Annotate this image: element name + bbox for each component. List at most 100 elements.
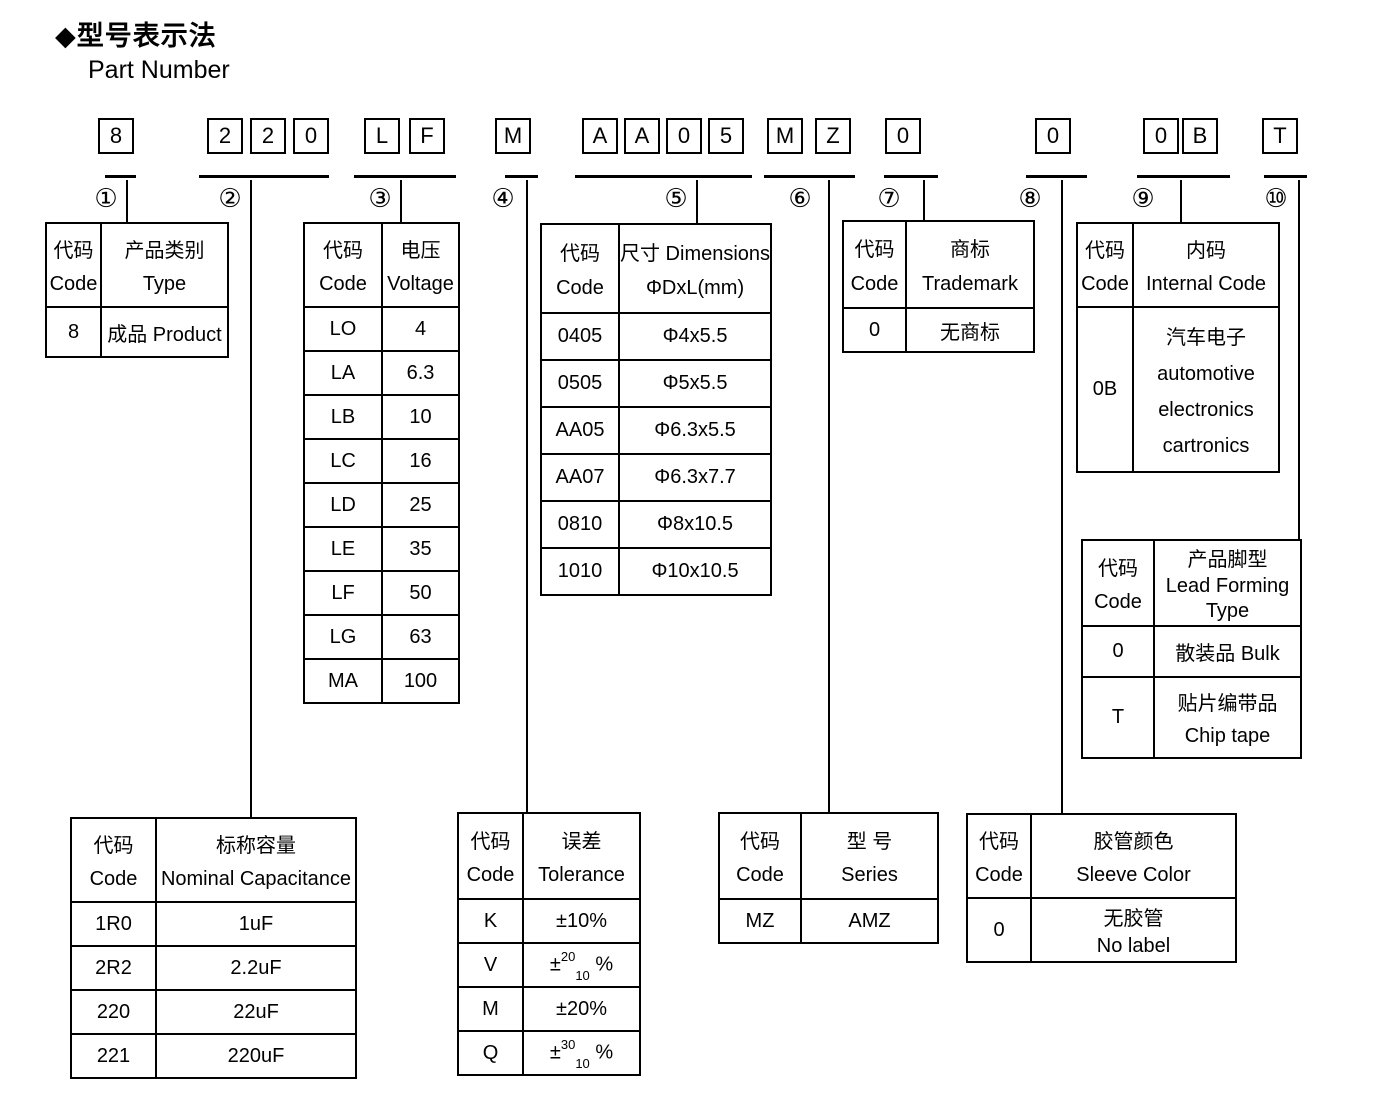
- table-cell: AA05: [540, 406, 620, 455]
- underline-10: [1264, 175, 1307, 178]
- pn-char-box: A: [624, 118, 660, 154]
- table-cell: 2R2: [70, 945, 157, 991]
- table-cell: LD: [303, 482, 383, 528]
- table-cell: 22uF: [155, 989, 357, 1035]
- table-cell: LA: [303, 350, 383, 396]
- table-cell: AA07: [540, 453, 620, 502]
- pn-group-7: 0: [885, 118, 921, 154]
- pn-char-box: 8: [98, 118, 134, 154]
- pn-group-4: M: [495, 118, 531, 154]
- table-cell: 1010: [540, 547, 620, 596]
- marker-4: ④: [491, 183, 515, 213]
- table-cell: 1R0: [70, 901, 157, 947]
- connector-line-6: [828, 180, 830, 812]
- table-cell: 221: [70, 1033, 157, 1079]
- table-cell: Φ6.3x5.5: [617, 406, 773, 455]
- underline-1: [105, 175, 136, 178]
- table-row: V±2010 %: [457, 942, 641, 988]
- table-cell: 0810: [540, 500, 620, 549]
- marker-2: ②: [218, 183, 242, 213]
- underline-2: [199, 175, 329, 178]
- table-cell: MZ: [718, 898, 802, 944]
- table-cell: ±10%: [522, 898, 641, 944]
- connector-line-4: [526, 180, 528, 812]
- table-cell: LB: [303, 394, 383, 440]
- underline-3: [354, 175, 456, 178]
- table-cell: 63: [381, 614, 460, 660]
- table-cell: ±20%: [522, 986, 641, 1032]
- table-cell: 0: [966, 897, 1032, 963]
- marker-5: ⑤: [664, 183, 688, 213]
- pn-char-box: L: [364, 118, 400, 154]
- marker-7: ⑦: [877, 183, 901, 213]
- page-subtitle: Part Number: [88, 56, 230, 84]
- table-cell: Φ5x5.5: [617, 359, 773, 408]
- page-title: ◆型号表示法: [55, 21, 217, 51]
- table-cell: 0505: [540, 359, 620, 408]
- table-cell: 16: [381, 438, 460, 484]
- table-cell: 0: [842, 307, 907, 353]
- table-cell: 10: [381, 394, 460, 440]
- table-cell: M: [457, 986, 524, 1032]
- table-cell: 2.2uF: [155, 945, 357, 991]
- pn-char-box: 0: [1035, 118, 1071, 154]
- table-row: K±10%: [457, 898, 641, 944]
- underline-8: [1026, 175, 1087, 178]
- pn-group-1: 8: [98, 118, 134, 154]
- pn-char-box: 2: [250, 118, 286, 154]
- table-cell: AMZ: [800, 898, 939, 944]
- marker-1: ①: [94, 183, 118, 213]
- table-cell: MA: [303, 658, 383, 704]
- table-cell: LO: [303, 306, 383, 352]
- pn-char-box: 0: [885, 118, 921, 154]
- connector-line-1: [126, 180, 128, 222]
- table-cell: Φ6.3x7.7: [617, 453, 773, 502]
- connector-line-3: [400, 180, 402, 222]
- table-cell: 0: [1081, 625, 1155, 678]
- pn-char-box: 2: [207, 118, 243, 154]
- pn-char-box: 0: [666, 118, 702, 154]
- table-cell: 50: [381, 570, 460, 616]
- table-cell: K: [457, 898, 524, 944]
